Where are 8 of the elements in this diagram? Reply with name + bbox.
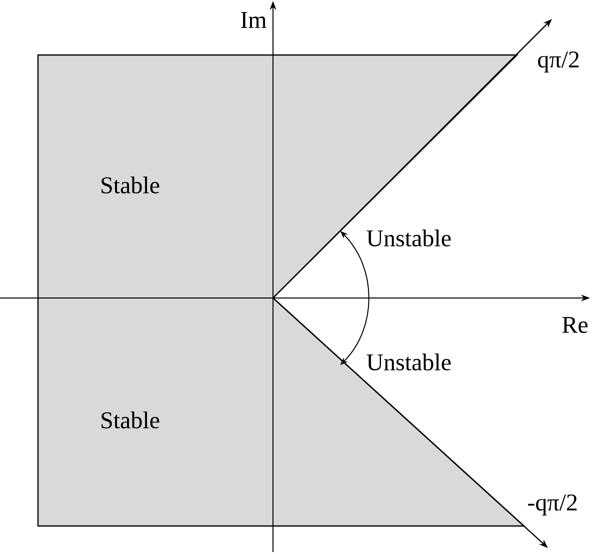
angle-label: qπ/2	[538, 52, 579, 72]
region-label: Unstable	[366, 354, 451, 370]
region-label: Stable	[102, 412, 160, 428]
region-label: Stable	[102, 176, 160, 194]
angle-label: -qπ/2	[528, 494, 577, 516]
axis-label: Im	[241, 12, 266, 28]
axis-label: Re	[562, 317, 588, 333]
region-label: Unstable	[366, 230, 451, 246]
